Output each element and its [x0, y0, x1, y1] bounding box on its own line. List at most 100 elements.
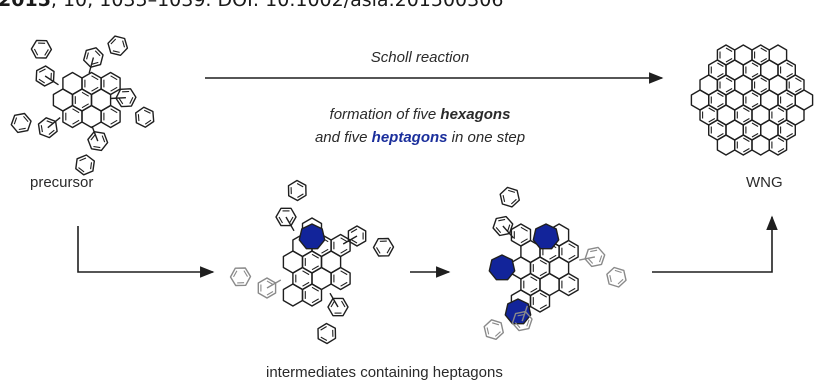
int2-arm-ring-outer-double-bond: [492, 322, 500, 326]
int1-core-ring: [330, 266, 351, 291]
int1-arm-bond: [285, 216, 295, 232]
int2-arm-ring: [492, 215, 514, 237]
int1-arm-ring-double-bond: [350, 239, 358, 244]
int2-arm-ring-outer: [483, 319, 504, 340]
wng-product-molecule: [690, 44, 814, 156]
int1-arm-ring-double-bond: [266, 291, 274, 296]
int1-core-ring-double-bond: [302, 270, 310, 276]
precursor-arm-ring-outer: [30, 39, 53, 59]
wng-core-ring-double-bond: [717, 62, 724, 67]
precursor-arm-ring-double-bond: [90, 134, 96, 141]
wng-core-ring-double-bond: [743, 107, 750, 112]
precursor-arm-ring-double-bond: [129, 97, 134, 104]
int2-core-ring-double-bond: [539, 292, 547, 298]
int1-arm-ring: [327, 297, 349, 317]
intermediate-to-product-arrow: [652, 215, 778, 273]
product-label: WNG: [746, 174, 783, 191]
int1-core-ring-double-bond: [302, 281, 310, 287]
wng-core-ring-double-bond: [725, 58, 733, 63]
wng-core-ring-double-bond: [725, 88, 733, 93]
reaction-description-line1: formation of five hexagons: [250, 106, 590, 123]
precursor-arm-ring-outer: [10, 112, 32, 134]
precursor-core-ring-double-bond: [81, 103, 89, 109]
wng-core-ring-double-bond: [777, 137, 785, 142]
int2-core-ring-double-bond: [539, 304, 547, 310]
precursor-arm-ring-outer-double-bond: [44, 49, 49, 56]
precursor-core-ring-double-bond: [72, 108, 80, 114]
int1-arm-ring-outer: [317, 322, 337, 345]
precursor-arm-ring-outer-double-bond: [144, 119, 152, 125]
int1-core-ring-double-bond: [311, 253, 319, 259]
int2-arm-ring-outer-double-bond: [510, 198, 517, 205]
wng-core-ring: [716, 134, 736, 156]
int2-arm-ring-outer-double-bond: [494, 331, 501, 337]
int1-core-ring: [282, 283, 304, 307]
wng-core-ring-double-bond: [760, 77, 767, 82]
precursor-arm-bond: [88, 57, 95, 74]
desc-line2-prefix: and five: [314, 129, 372, 146]
precursor-label: precursor: [30, 174, 94, 191]
wng-core-ring-double-bond: [751, 92, 759, 97]
precursor-core-ring-double-bond: [110, 75, 118, 81]
precursor-arm-ring-outer: [134, 106, 155, 128]
int1-arm-ring-double-bond: [289, 216, 294, 224]
int1-core-ring: [301, 283, 323, 307]
wng-core-ring-double-bond: [717, 73, 724, 78]
int1-core-ring-double-bond: [340, 237, 348, 243]
int2-arm-ring-double-bond: [598, 255, 603, 263]
wng-core-ring: [751, 134, 770, 156]
citation-details: , 10, 1035–1039. DOI: 10.1002/asia.20150…: [50, 0, 504, 11]
int1-arm-ring-outer: [229, 267, 252, 287]
citation-header: 2015, 10, 1035–1039. DOI: 10.1002/asia.2…: [0, 0, 503, 12]
wng-core-ring-double-bond: [751, 133, 759, 138]
precursor-arm-ring-double-bond: [40, 125, 43, 133]
precursor-arm-ring-double-bond: [118, 97, 124, 105]
precursor-arm-ring-double-bond: [46, 120, 54, 124]
int2-core-ring-double-bond: [568, 243, 576, 249]
int2-core-ring-double-bond: [568, 254, 576, 260]
wng-core-ring-double-bond: [708, 118, 716, 123]
precursor-arm-bond: [91, 125, 99, 142]
int1-arm-ring: [275, 207, 297, 227]
wng-core-ring-double-bond: [786, 92, 793, 97]
precursor-arm-ring-outer-double-bond: [23, 115, 29, 123]
int2-core-ring-double-bond: [539, 259, 547, 265]
precursor-molecule: [10, 35, 155, 176]
int2-arm-ring-outer-double-bond: [508, 189, 516, 193]
precursor-core-ring: [100, 104, 121, 129]
precursor-arm-ring-outer-double-bond: [143, 109, 151, 114]
int1-arm-ring-double-bond: [266, 280, 274, 285]
wng-core-ring-double-bond: [795, 77, 802, 82]
wng-core-ring-double-bond: [751, 103, 759, 108]
wng-core-ring-double-bond: [760, 58, 767, 63]
int1-arm-ring-outer-double-bond: [320, 326, 327, 331]
int1-arm-bond: [266, 279, 282, 289]
precursor-arm-ring-outer-double-bond: [33, 48, 39, 56]
int1-arm-ring-outer-double-bond: [297, 193, 304, 198]
wng-core-ring-double-bond: [743, 137, 750, 142]
int2-core-ring-double-bond: [520, 238, 528, 244]
precursor-arm-ring-double-bond: [101, 135, 106, 143]
int1-arm-ring-outer-double-bond: [296, 183, 304, 188]
int2-heptagon-left: [488, 254, 516, 281]
int1-arm-ring-double-bond: [341, 300, 346, 308]
desc-line2-suffix: in one step: [447, 129, 526, 146]
precursor-core-ring-double-bond: [110, 86, 118, 92]
precursor-arm-bond: [47, 117, 61, 129]
int1-arm-ring-outer: [287, 179, 307, 202]
desc-hexagons: hexagons: [440, 106, 511, 123]
precursor-core-ring-double-bond: [72, 119, 80, 125]
int2-arm-ring-double-bond: [526, 319, 530, 327]
wng-core-ring-double-bond: [777, 107, 785, 112]
desc-heptagons: heptagons: [371, 129, 448, 146]
int2-heptagon-bottom: [504, 298, 532, 325]
wng-core-ring-double-bond: [717, 103, 724, 108]
precursor-core-ring-double-bond: [91, 75, 99, 81]
int2-arm-ring-double-bond: [498, 218, 506, 222]
int2-arm-ring-outer-double-bond: [614, 269, 622, 274]
int2-core-ring-double-bond: [520, 226, 528, 232]
wng-core-ring-double-bond: [786, 133, 793, 138]
precursor-arm-ring-outer-double-bond: [90, 162, 93, 170]
wng-core-ring-double-bond: [786, 122, 793, 127]
